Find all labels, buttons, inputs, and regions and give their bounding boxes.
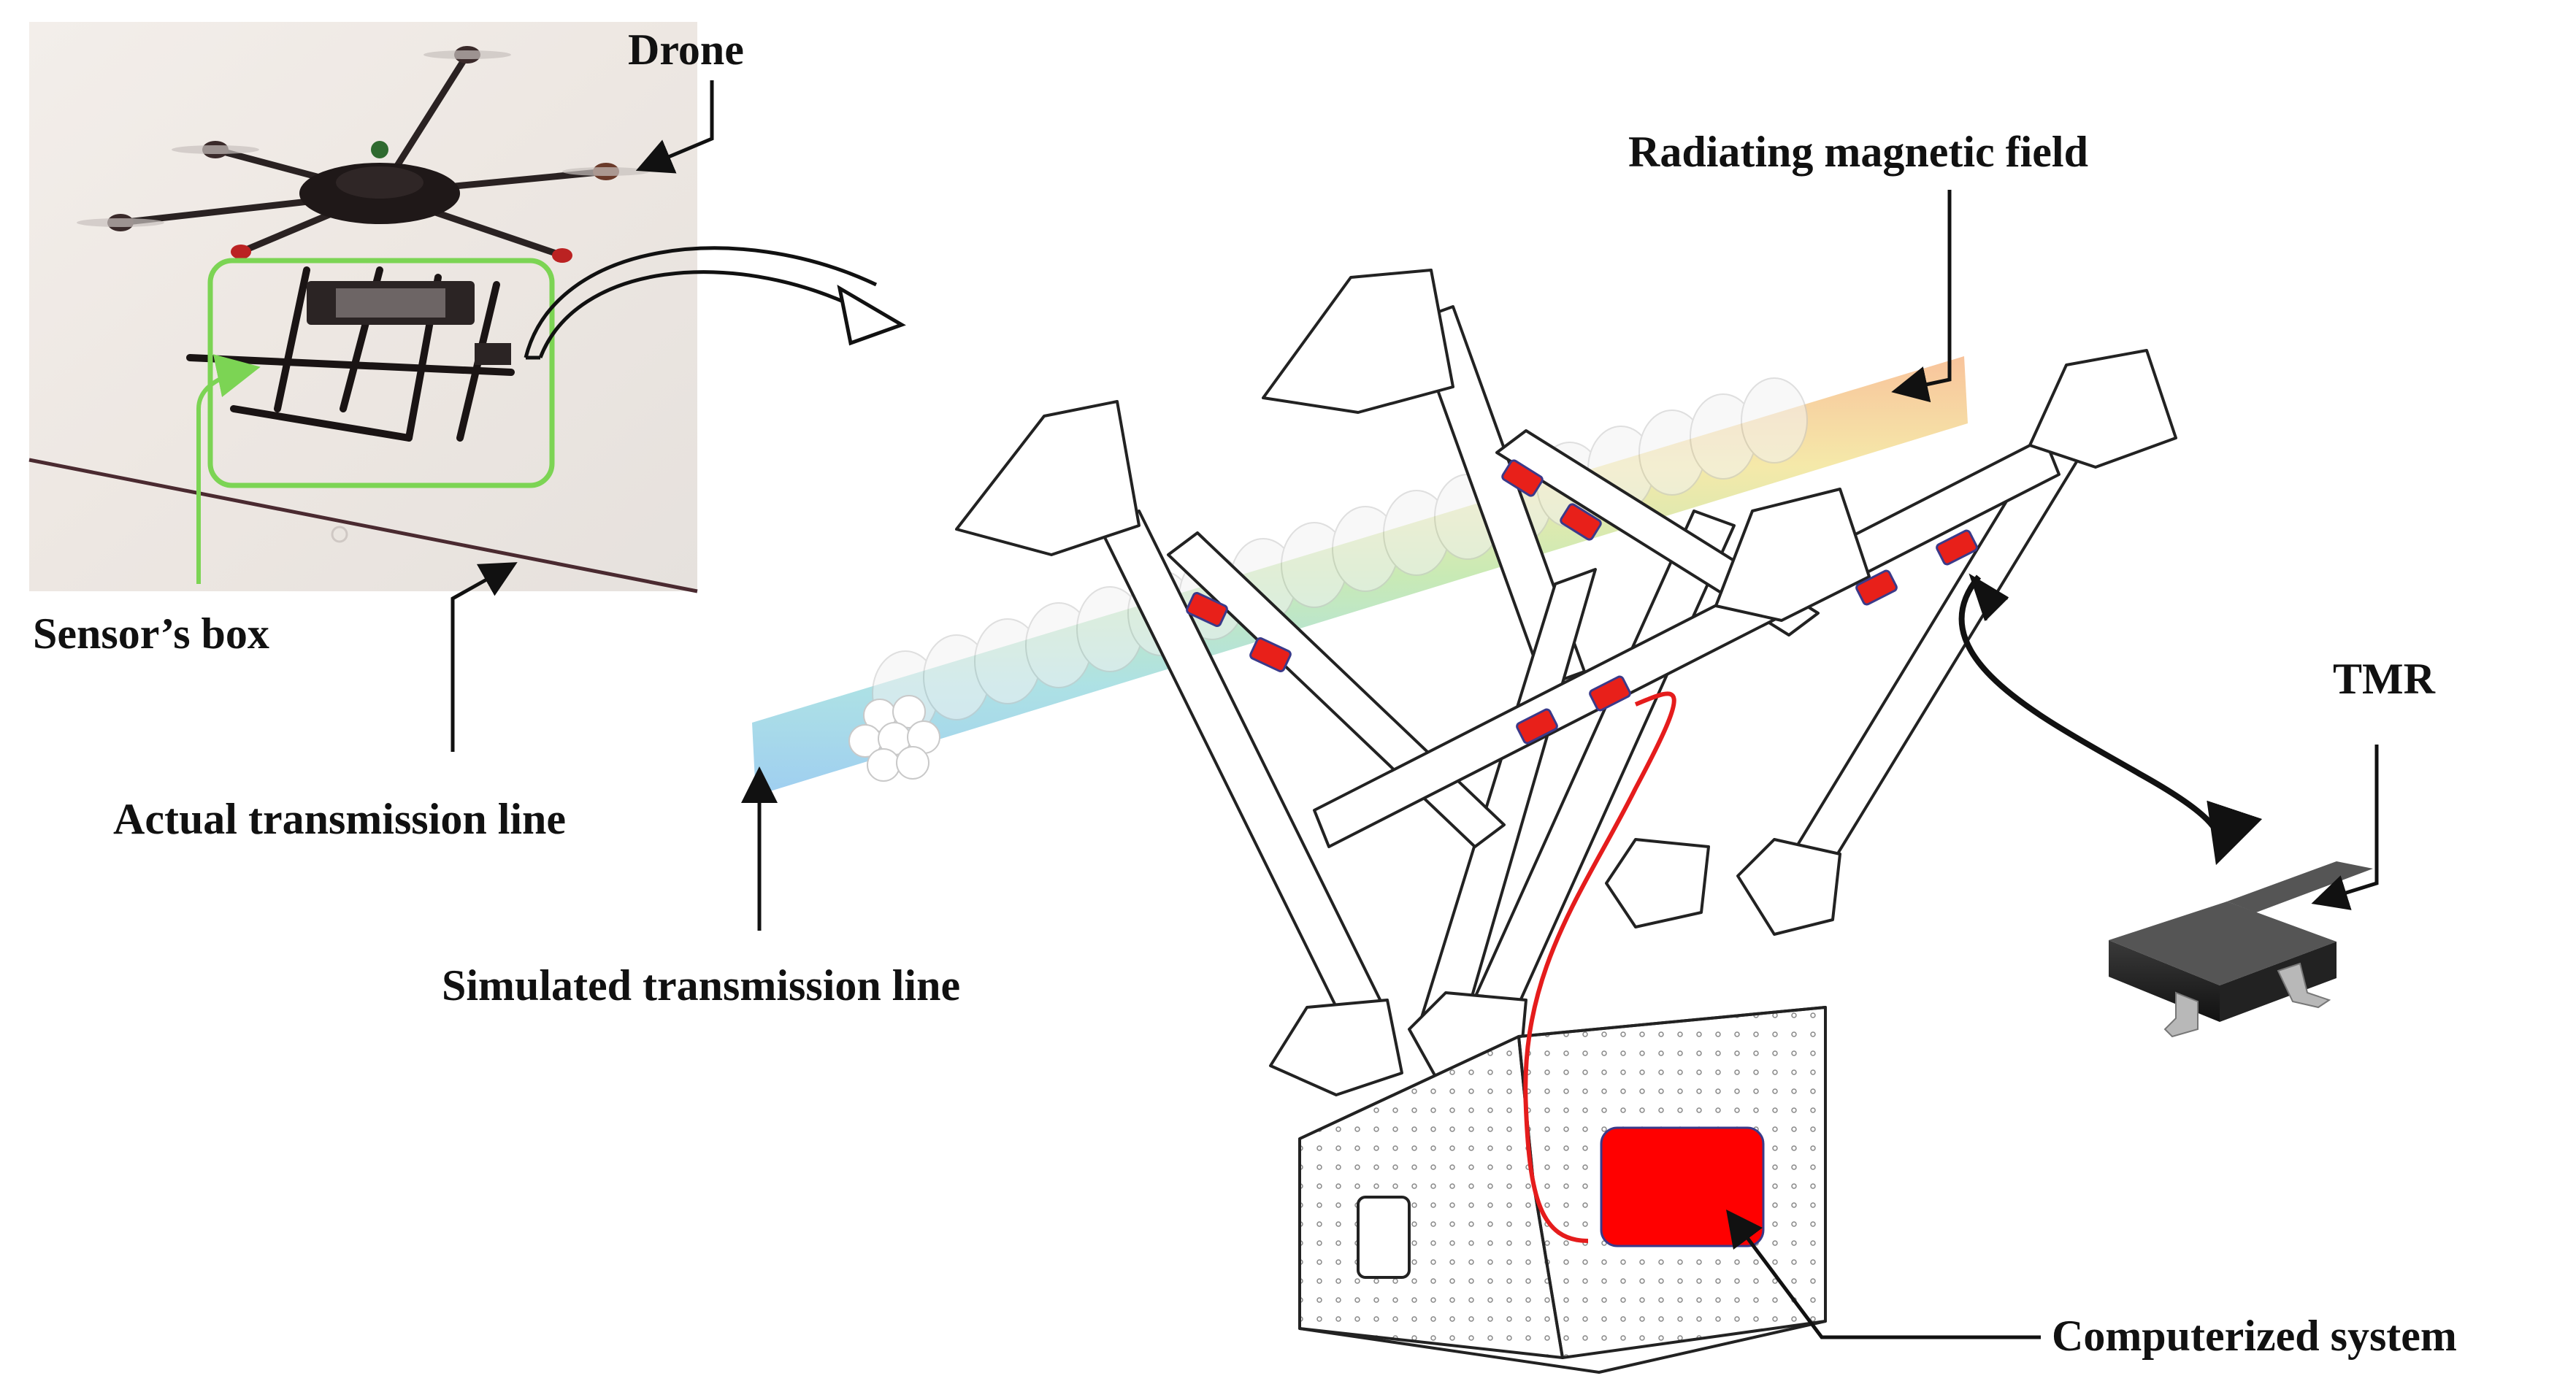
actual-line-arrow (451, 562, 518, 752)
sensor-box-frame (207, 258, 555, 488)
tmr-markers (1186, 459, 1978, 745)
sensor-frame-drawing (955, 269, 2177, 1374)
tmr-chip-icon (2109, 861, 2373, 1038)
drone-photo (28, 22, 698, 593)
label-radiating-magnetic-field: Radiating magnetic field (1628, 128, 2088, 176)
label-drone: Drone (628, 26, 744, 74)
label-tmr: TMR (2333, 655, 2435, 703)
computer-block (1600, 1126, 1765, 1247)
sensor-box-leader (196, 354, 261, 584)
field-arrow (1891, 190, 1952, 403)
computer-arrow (1726, 1209, 2041, 1339)
drone-arrow (635, 80, 714, 174)
label-computerized-system: Computerized system (2052, 1312, 2457, 1360)
signal-cable (1523, 691, 1676, 1243)
photo-line (28, 458, 698, 593)
zoom-arrow (524, 246, 906, 360)
tmr-link-arrow (1958, 574, 2263, 866)
tmr-arrow (2311, 745, 2379, 910)
cable-end (848, 695, 940, 782)
label-simulated-transmission-line: Simulated transmission line (442, 961, 961, 1010)
leader-arrows (451, 80, 2379, 1339)
magnetic-field-gradient (752, 356, 1968, 796)
drone-motors (77, 46, 650, 263)
label-actual-transmission-line: Actual transmission line (113, 795, 567, 843)
label-sensor-box: Sensor’s box (33, 610, 269, 658)
